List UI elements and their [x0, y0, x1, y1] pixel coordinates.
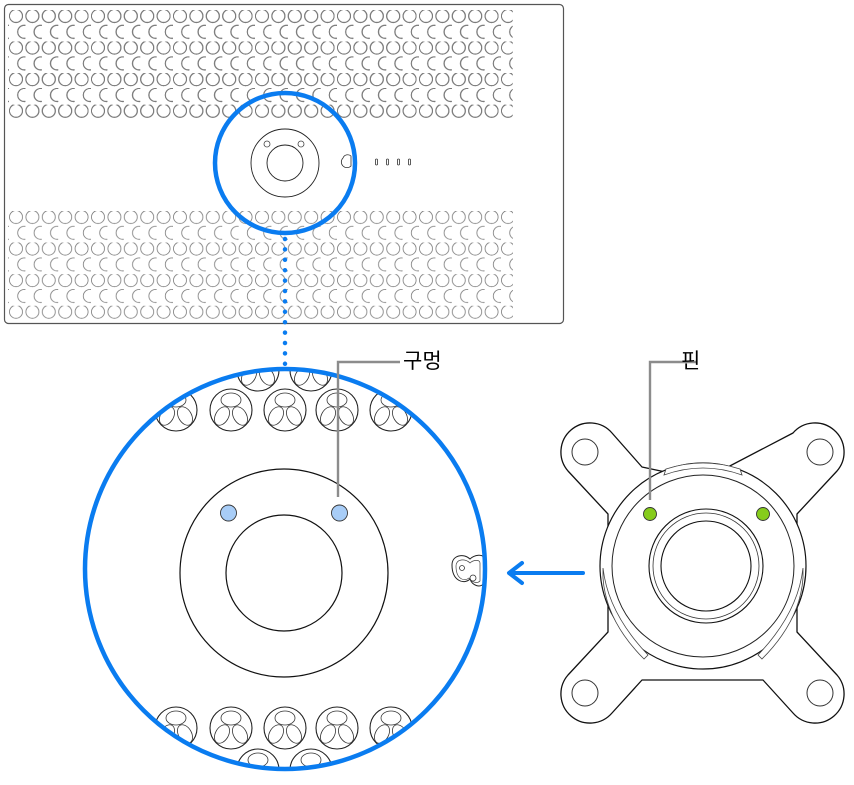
pin-leader-line — [648, 360, 697, 500]
magnified-mount-view — [82, 366, 488, 772]
panel-mount-inner — [266, 144, 304, 182]
hole-leader-line — [336, 360, 400, 497]
alignment-hole-left — [220, 504, 237, 522]
highlight-ring-small — [212, 90, 358, 236]
mount-inner-ring — [225, 514, 343, 632]
highlight-ring-large — [82, 366, 488, 772]
port-marks — [375, 158, 411, 166]
left-arrow-icon — [507, 561, 585, 585]
pin-callout-label: 핀 — [681, 349, 701, 373]
lock-slot-icon — [340, 154, 352, 169]
mac-pro-rear-panel — [3, 3, 565, 325]
alignment-hole-right — [331, 504, 348, 522]
mount-outer-ring — [179, 468, 389, 678]
vesa-mount-adapter — [560, 422, 845, 724]
pin-right — [756, 507, 770, 521]
hole-callout-label: 구멍 — [403, 349, 442, 373]
pin-left — [643, 507, 657, 521]
